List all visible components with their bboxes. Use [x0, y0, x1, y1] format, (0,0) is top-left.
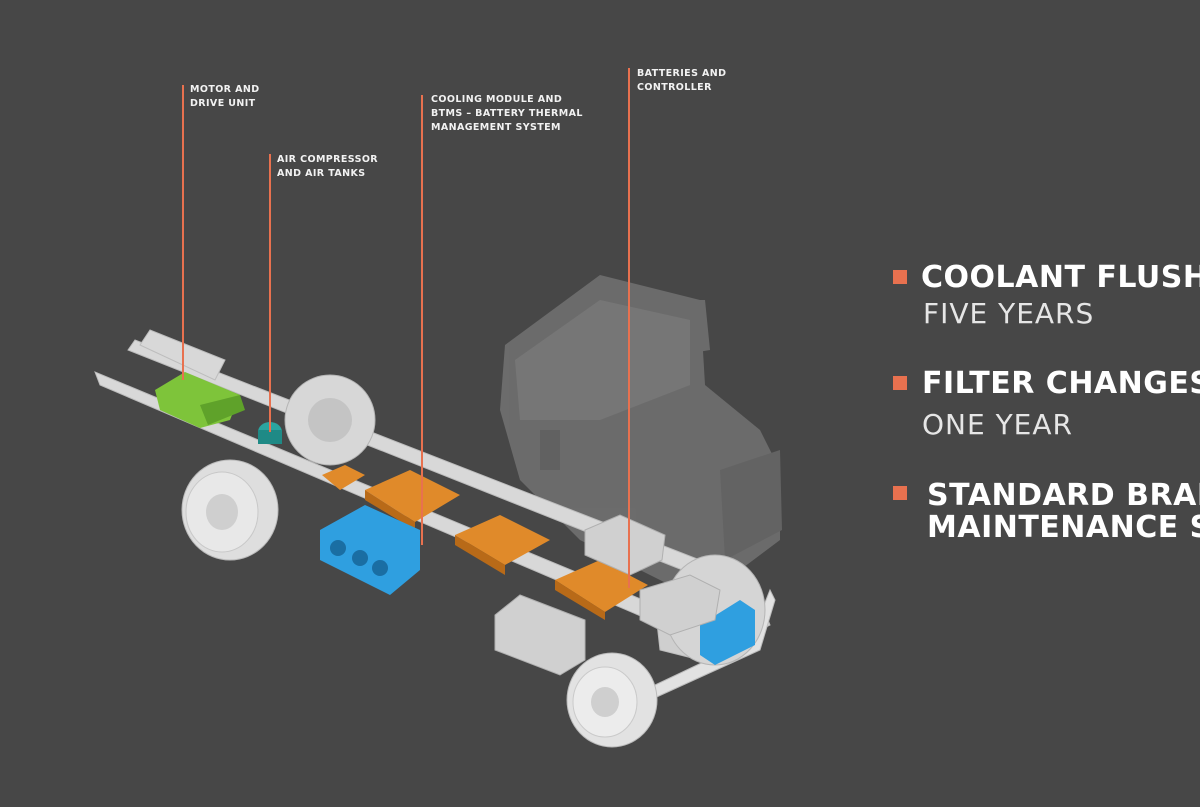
- bullet-square-icon: [893, 376, 907, 390]
- rear-wheels: [181, 374, 376, 561]
- feature-headline: FILTER CHANGES: [922, 366, 1200, 401]
- feature-headline: STANDARD BRAK: [927, 478, 1200, 513]
- feature-headline: COOLANT FLUSH: [921, 260, 1200, 295]
- air-compressor: [258, 422, 282, 444]
- feature-detail: FIVE YEARS: [923, 297, 1095, 330]
- feature-headline-line2: MAINTENANCE S: [927, 510, 1200, 545]
- feature-detail: ONE YEAR: [922, 408, 1073, 441]
- callout-line-motor: [182, 85, 184, 380]
- callout-line-cooling: [421, 95, 423, 545]
- callout-cooling-module: COOLING MODULE AND BTMS – BATTERY THERMA…: [431, 94, 583, 133]
- bullet-square-icon: [893, 270, 907, 284]
- callout-line-batteries: [628, 68, 630, 588]
- cooling-module: [320, 505, 755, 665]
- callout-batteries: BATTERIES AND CONTROLLER: [637, 68, 727, 93]
- motor-drive-unit: [155, 372, 245, 428]
- callout-air-compressor: AIR COMPRESSOR AND AIR TANKS: [277, 154, 379, 179]
- controller-boxes: [494, 514, 721, 676]
- bullet-square-icon: [893, 486, 907, 500]
- callout-motor-drive-unit: MOTOR AND DRIVE UNIT: [190, 84, 260, 109]
- callout-line-air-compressor: [269, 154, 271, 432]
